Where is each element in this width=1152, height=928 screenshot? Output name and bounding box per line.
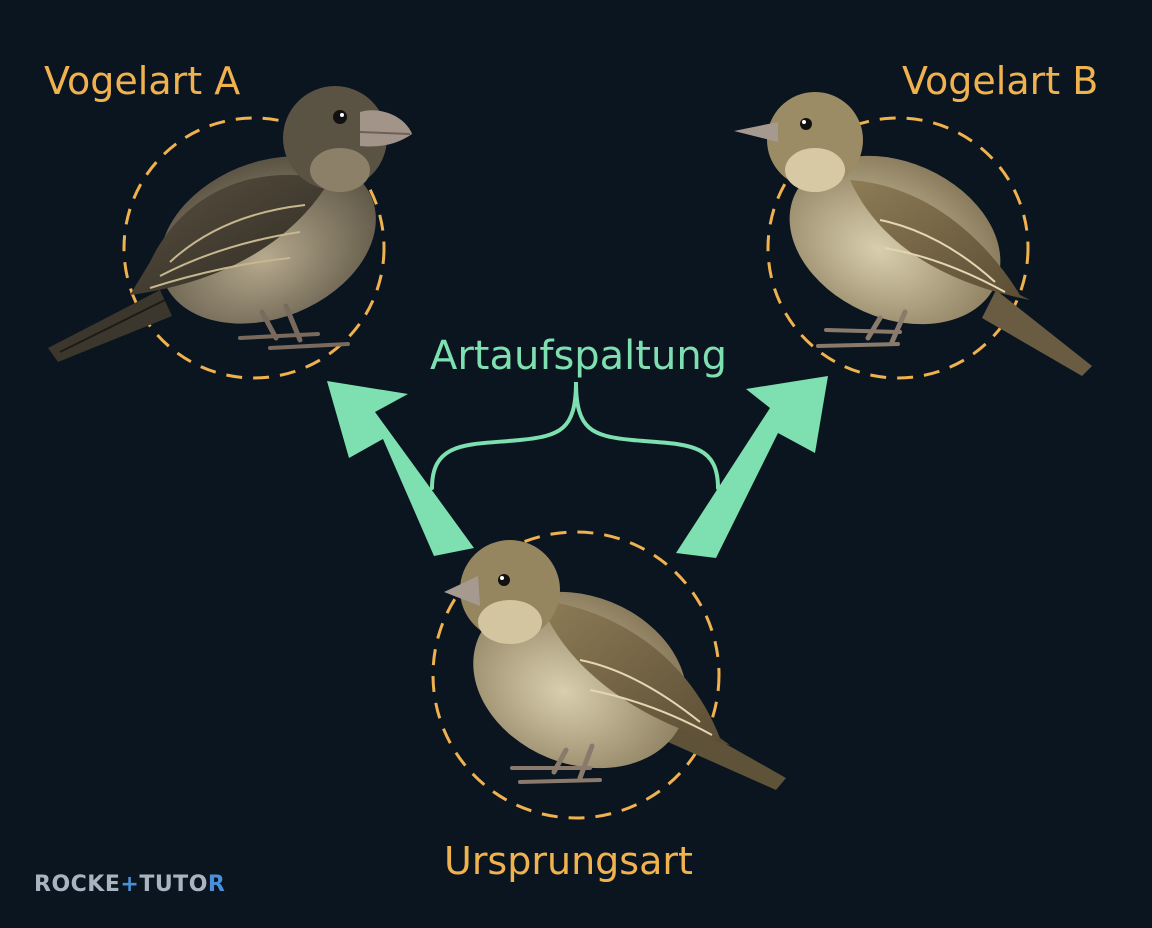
- finch-bird-icon: [444, 540, 786, 790]
- finch-bird-icon: [734, 92, 1092, 376]
- circle-species-a: [122, 116, 386, 380]
- label-speciation: Artaufspaltung: [430, 333, 728, 379]
- circle-species-b: [766, 116, 1030, 380]
- label-origin-species: Ursprungsart: [444, 839, 693, 883]
- finch-bird-icon: [48, 86, 412, 362]
- arrow-up-right-icon: [676, 376, 828, 558]
- logo-last: R: [207, 872, 226, 897]
- circle-origin: [431, 530, 721, 820]
- label-species-a: Vogelart A: [44, 59, 241, 103]
- logo-part-1: ROCKE: [34, 872, 121, 897]
- logo-plus: +: [120, 872, 140, 897]
- brand-logo: ROCKE+TUTOR: [34, 872, 225, 897]
- logo-part-2: TUTO: [139, 872, 208, 897]
- arrow-up-left-icon: [327, 381, 474, 556]
- curly-brace-icon: [430, 381, 720, 490]
- label-species-b: Vogelart B: [902, 59, 1099, 103]
